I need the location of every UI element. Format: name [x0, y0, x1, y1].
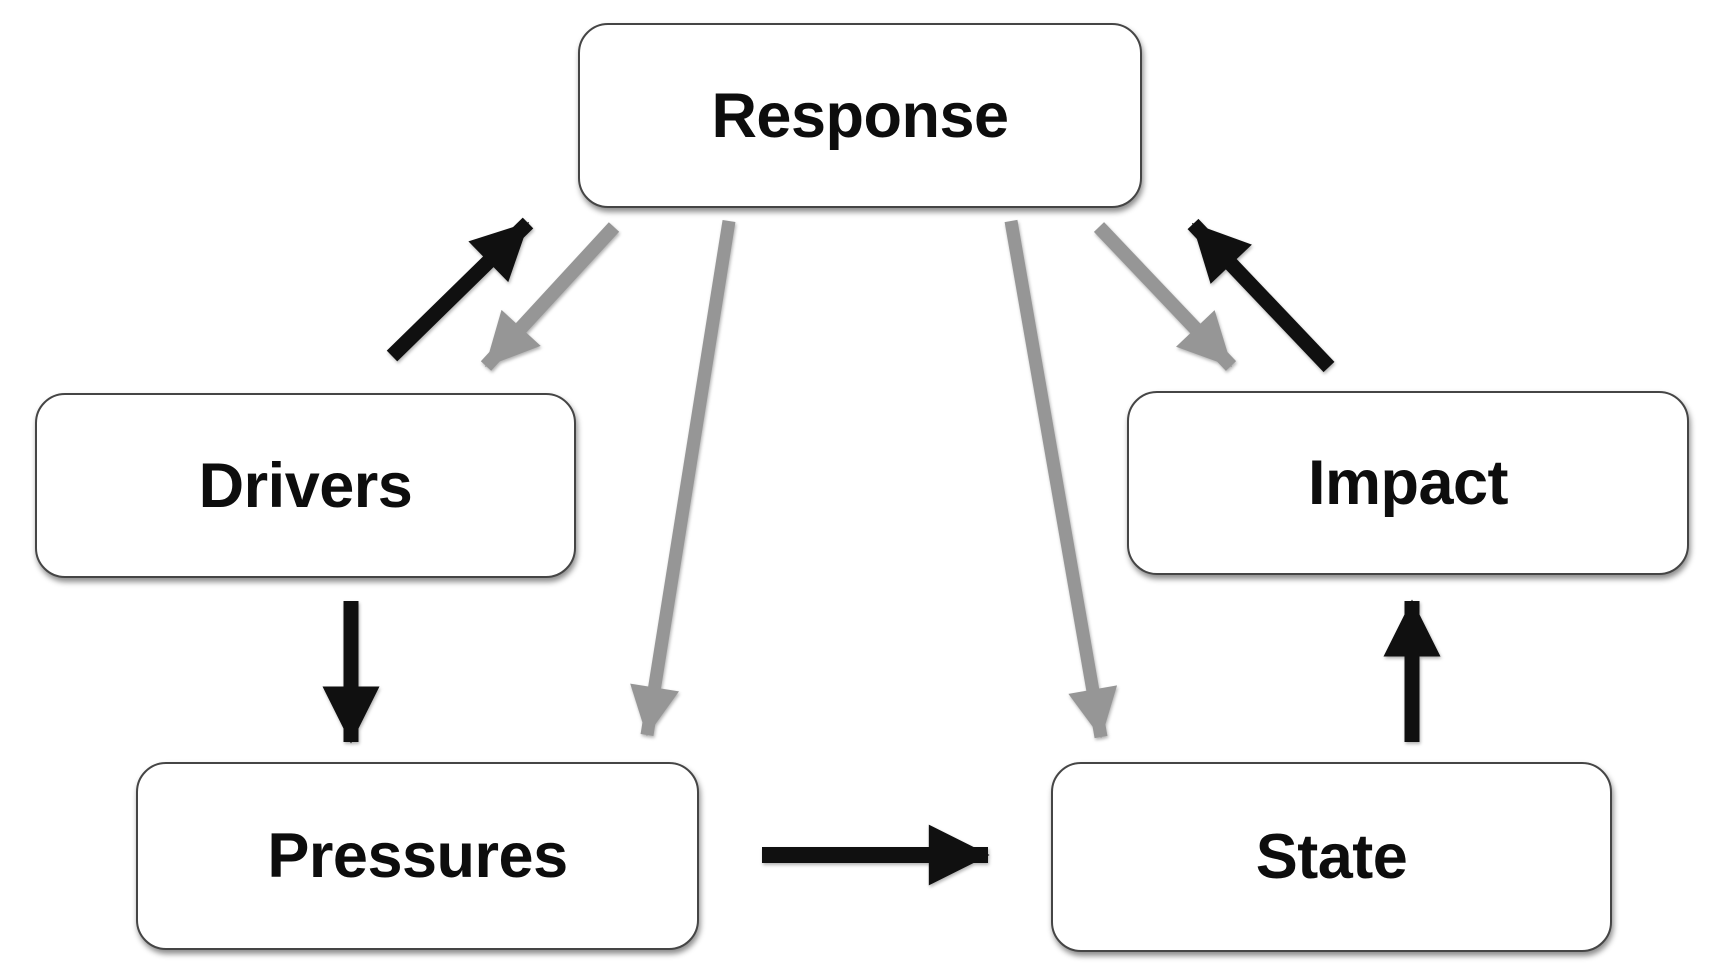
node-impact-label: Impact [1307, 448, 1509, 518]
node-state: State [1051, 762, 1612, 952]
node-drivers-label: Drivers [198, 450, 413, 521]
node-impact: Impact [1127, 391, 1689, 575]
node-state-label: State [1255, 822, 1408, 892]
node-pressures: Pressures [136, 762, 699, 950]
arrow-response-to-drivers [480, 222, 620, 371]
arrow-response-to-pressures [630, 219, 736, 737]
arrow-response-to-state [1004, 219, 1118, 739]
arrow-drivers-to-response [386, 217, 534, 362]
node-pressures-label: Pressures [267, 821, 568, 891]
arrow-response-to-impact [1093, 222, 1237, 371]
node-drivers: Drivers [35, 393, 576, 578]
node-response: Response [578, 23, 1142, 208]
node-response-label: Response [711, 80, 1009, 151]
arrow-impact-to-response [1187, 218, 1335, 373]
